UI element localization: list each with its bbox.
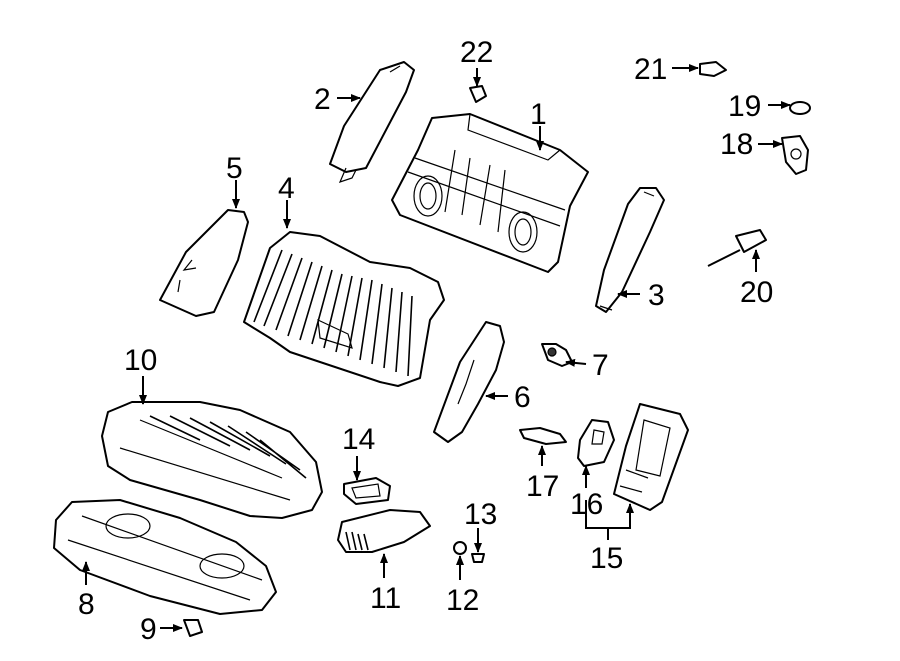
part-14-bezel <box>343 477 391 505</box>
leader-7 <box>565 358 587 367</box>
part-9-clip <box>183 619 203 637</box>
part-6-bolster <box>433 321 505 443</box>
callout-2: 2 <box>314 83 331 116</box>
callout-11: 11 <box>370 582 401 615</box>
callout-15: 15 <box>590 542 623 575</box>
part-3-side-panel <box>595 187 665 313</box>
part-13-fastener <box>471 553 485 563</box>
part-10-seat-cushion-cover <box>101 401 323 519</box>
part-11-armrest <box>337 509 431 553</box>
callout-8: 8 <box>78 588 95 621</box>
callout-18: 18 <box>720 128 753 161</box>
callout-5: 5 <box>226 152 243 185</box>
part-12-fastener <box>453 541 467 555</box>
part-4-seat-back-cover <box>243 231 445 387</box>
callout-7: 7 <box>592 349 609 382</box>
callout-16: 16 <box>570 488 603 521</box>
part-2-side-bolster <box>329 61 415 183</box>
callout-6: 6 <box>514 381 531 414</box>
part-17-latch <box>519 427 567 445</box>
callout-13: 13 <box>464 498 497 531</box>
callout-1: 1 <box>530 98 547 131</box>
part-20-release-cable <box>707 229 767 267</box>
part-7-clip <box>541 343 573 367</box>
part-1-seat-back-frame <box>391 113 589 273</box>
part-5-side-bolster <box>159 209 249 317</box>
part-8-seat-frame <box>53 499 277 615</box>
part-18-lock <box>781 135 809 175</box>
callout-21: 21 <box>634 53 667 86</box>
leader-lines <box>82 64 791 632</box>
callout-17: 17 <box>526 470 559 503</box>
callout-14: 14 <box>342 423 375 456</box>
callout-12: 12 <box>446 584 479 617</box>
callout-labels: 1 2 3 4 5 6 7 8 9 10 11 12 13 14 15 16 1… <box>78 36 773 646</box>
callout-22: 22 <box>460 36 493 69</box>
callout-19: 19 <box>728 90 761 123</box>
part-19-knob <box>789 101 811 115</box>
part-15-panel <box>613 403 689 511</box>
part-16-bracket <box>577 419 615 467</box>
callout-9: 9 <box>140 613 157 646</box>
part-22-clip <box>469 85 487 103</box>
part-21-clip <box>699 61 727 77</box>
callout-4: 4 <box>278 172 295 205</box>
callout-10: 10 <box>124 344 157 377</box>
callout-20: 20 <box>740 276 773 309</box>
callout-3: 3 <box>648 279 665 312</box>
